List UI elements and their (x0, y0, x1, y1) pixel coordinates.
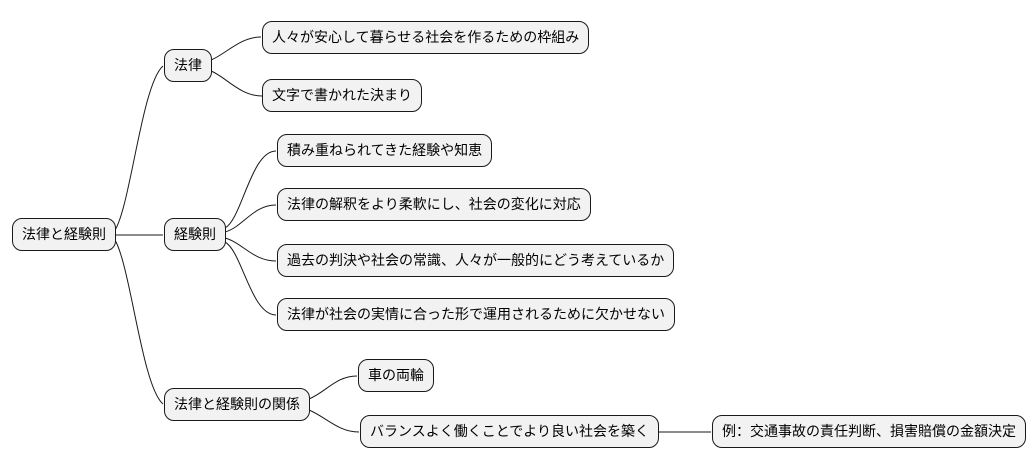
connector-law-to-framework (210, 36, 262, 61)
leaf-node-accumulated-experience: 積み重ねられてきた経験や知恵 (277, 134, 493, 167)
connector-relationship-to-two-wheels (308, 375, 358, 400)
connector-law-to-written-rules (210, 70, 263, 97)
connector-root-to-relationship (112, 236, 164, 405)
leaf-node-two-wheels-of-a-cart: 車の両輪 (358, 359, 434, 392)
connector-root-to-law (112, 65, 164, 234)
root-node-law-and-empirical-rules: 法律と経験則 (12, 218, 116, 251)
branch-node-empirical-rules: 経験則 (164, 218, 226, 251)
connector-relationship-to-balance (308, 409, 360, 433)
branch-node-law: 法律 (164, 49, 212, 82)
leaf-node-framework-for-safe-society: 人々が安心して暮らせる社会を作るための枠組み (262, 21, 590, 54)
connector-empirical-to-experience (224, 150, 277, 229)
leaf-node-past-rulings-common-sense: 過去の判決や社会の常識、人々が一般的にどう考えているか (277, 244, 675, 277)
branch-node-relationship: 法律と経験則の関係 (164, 388, 310, 421)
connector-empirical-to-past-rulings (224, 237, 277, 262)
leaf-node-example-traffic-accident: 例：交通事故の責任判断、損害賠償の金額決定 (712, 415, 1026, 448)
leaf-node-essential-for-practical-operation: 法律が社会の実情に合った形で運用されるために欠かせない (277, 298, 675, 331)
connector-empirical-to-essential (224, 241, 277, 316)
connector-empirical-to-flexible (224, 204, 277, 233)
leaf-node-flexible-interpretation: 法律の解釈をより柔軟にし、社会の変化に対応 (277, 188, 591, 221)
leaf-node-written-rules: 文字で書かれた決まり (262, 79, 422, 112)
leaf-node-balance-builds-better-society: バランスよく働くことでより良い社会を築く (360, 415, 660, 448)
